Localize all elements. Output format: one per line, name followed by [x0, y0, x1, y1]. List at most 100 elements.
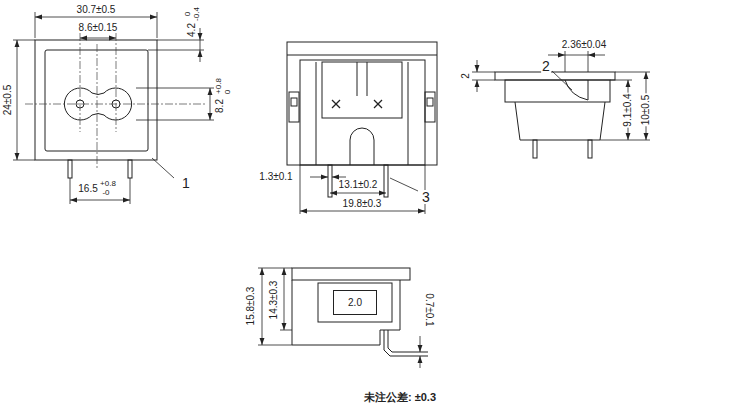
dimension-line-part [310, 177, 328, 178]
dimension-line-part [157, 12, 158, 38]
cross-mark-part [374, 100, 382, 108]
tolerance-label: +0.8 [215, 77, 223, 95]
dimension-line-part [600, 140, 650, 141]
dimension-line-part [17, 40, 18, 160]
dimension-line-part [332, 177, 346, 178]
rear-view-part [357, 62, 358, 96]
cross-mark-part [374, 100, 382, 108]
dimension-line-part [13, 160, 35, 161]
front-view-part [128, 160, 132, 178]
tolerance-label: +0.8 [99, 180, 117, 188]
callout-number: 3 [421, 190, 431, 204]
bottom-view [292, 268, 428, 356]
dimension-line-part [420, 336, 421, 352]
dimension-label: 4.2 [187, 22, 197, 38]
dimension-label: 10±0.5 [641, 94, 651, 127]
dimension-line-part [615, 72, 650, 73]
cross-mark-part [332, 100, 340, 108]
dimension-label: 9.1±0.4 [623, 92, 633, 127]
dimension-label: 15.8±0.3 [246, 286, 256, 327]
rear-view-part [384, 165, 388, 197]
center-line-part [97, 44, 98, 170]
dimension-line [13, 12, 214, 204]
dimension-label: 8.2 [215, 98, 225, 114]
dimension-label: 0.7±0.1 [424, 292, 434, 327]
center-line-part [116, 33, 117, 132]
dimension-line-part [300, 211, 425, 212]
center-line-part [25, 104, 205, 105]
dimension-line-part [210, 88, 211, 120]
center-line-part [80, 33, 81, 132]
dimension-line-part [477, 60, 478, 72]
bottom-view-part [318, 283, 392, 322]
tolerance-label: 0 [184, 11, 192, 17]
rear-view-part [316, 62, 317, 165]
dimension-line-part [565, 51, 566, 72]
tolerance-label: 0 [224, 89, 232, 95]
box-label: 2.0 [348, 297, 362, 308]
front-view-part [35, 40, 157, 160]
dimension-label: 14.3±0.3 [269, 280, 279, 321]
side-view-part [533, 140, 537, 158]
front-view-part [68, 160, 72, 178]
dimension-line-part [300, 165, 301, 214]
rear-view-part [350, 128, 374, 165]
front-view-part [45, 50, 148, 151]
dimension-line-part [200, 50, 201, 62]
dimension-line-part [148, 50, 204, 51]
dimension-line [472, 51, 650, 140]
dimension-line-part [200, 40, 201, 50]
dimension-label: 30.7±0.5 [76, 5, 117, 15]
dimension-label: 24±0.5 [3, 84, 13, 117]
side-view-part [588, 80, 589, 100]
center-line [25, 33, 205, 170]
bottom-view-part [388, 330, 428, 352]
tolerance-label: -0.4 [193, 6, 201, 22]
dimension-line-part [35, 17, 157, 18]
dimension-line [258, 268, 420, 368]
dimension-label: 13.1±0.2 [338, 180, 379, 190]
dimension-line-part [284, 268, 285, 330]
dimension-line-part [420, 356, 421, 368]
rear-view-part [427, 98, 433, 106]
side-view-part [588, 140, 592, 158]
side-view-part [565, 80, 588, 100]
rear-view-part [287, 55, 437, 56]
cross-mark [332, 100, 382, 108]
side-view-part [505, 80, 610, 102]
dimension-line-part [258, 345, 292, 346]
bottom-view-part [384, 330, 428, 356]
rear-view-part [425, 92, 435, 122]
dimension-box: 2.0 [333, 290, 377, 315]
bottom-view-part [292, 268, 410, 280]
leader-line-part [390, 178, 418, 191]
dimension-line-part [330, 193, 386, 194]
dimension-line-part [472, 80, 495, 81]
rear-view-part [287, 42, 437, 165]
dimension-line-part [136, 88, 214, 89]
side-view-part [495, 72, 615, 80]
rear-view-part [367, 62, 368, 96]
dimension-line-part [70, 200, 130, 201]
side-view-part [515, 102, 605, 140]
dimension-line-part [157, 40, 204, 41]
dimension-line [300, 165, 425, 214]
leader-line [152, 71, 572, 191]
dimension-label: 16.5 [77, 184, 98, 194]
front-view [35, 40, 157, 178]
dimension-line-part [13, 40, 35, 41]
dimension-line-part [80, 38, 116, 39]
dimension-line-part [588, 51, 589, 72]
dimension-line-part [136, 120, 214, 121]
rear-view-part [289, 92, 299, 122]
side-view [495, 72, 615, 158]
rear-view [287, 42, 437, 197]
dimension-line-part [200, 28, 201, 40]
rear-view-part [291, 98, 297, 106]
dimension-line-part [280, 330, 292, 331]
dimension-line-part [472, 72, 495, 73]
dimension-label: 2.36±0.04 [561, 40, 607, 50]
tolerance-note: 未注公差: ±0.3 [363, 392, 437, 403]
cross-mark-part [332, 100, 340, 108]
